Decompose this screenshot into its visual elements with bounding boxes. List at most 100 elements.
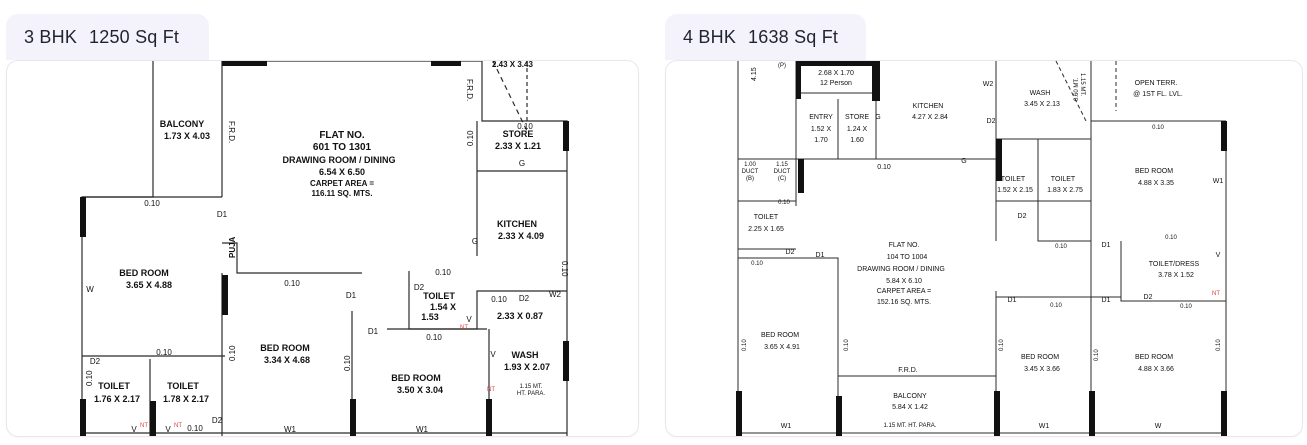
parapet-label: HT. PARA. [517, 391, 546, 397]
room-dimension: 2.33 X 4.09 [498, 231, 544, 241]
dimension-label: 0.10 [742, 339, 748, 351]
label: 1.00 [744, 162, 756, 168]
dimension-label: 0.10 [228, 345, 237, 361]
ventilator-label: V [131, 425, 137, 434]
dimension-label: 0.10 [877, 164, 891, 171]
door-label: D2 [1018, 213, 1027, 220]
room-label: BED ROOM [260, 343, 310, 353]
room-label: TOILET [1051, 176, 1076, 183]
room-dimension: 5.84 X 6.10 [886, 278, 922, 285]
door-label: D2 [212, 416, 223, 425]
room-label: STORE [845, 114, 869, 121]
window-label: W1 [284, 425, 297, 434]
area-label: 1250 Sq Ft [89, 26, 180, 47]
floor-plan-4bhk: 4.15 (P) 2.68 X 1.70 12 Person KITCHEN 4… [736, 61, 1227, 436]
room-dimension: 1.52 X 2.15 [997, 187, 1033, 194]
floor-plan-card-4bhk: 4.15 (P) 2.68 X 1.70 12 Person KITCHEN 4… [665, 60, 1303, 437]
plan-tab-3bhk[interactable]: 3 BHK 1250 Sq Ft [6, 14, 209, 60]
door-label: D1 [368, 327, 379, 336]
dimension-label: 0.10 [1055, 244, 1067, 250]
dimension-label: 0.10 [435, 268, 451, 277]
room-dimension: 4.88 X 3.66 [1138, 366, 1174, 373]
bhk-label: 3 BHK [24, 26, 78, 47]
duct-label: (C) [778, 176, 786, 182]
room-label: BED ROOM [1135, 354, 1173, 361]
room-dimension: 4.88 X 3.35 [1138, 180, 1174, 187]
lift-capacity: 12 Person [820, 80, 852, 87]
dimension-label: 0.10 [1180, 304, 1192, 310]
door-label: G [472, 237, 478, 246]
dimension-label: 0.10 [156, 348, 172, 357]
room-dimension: 3.78 X 1.52 [1158, 272, 1194, 279]
room-dimension: 1.52 X [811, 126, 832, 133]
dimension-label: 2.43 X 3.43 [492, 61, 533, 69]
room-dimension: 1.78 X 2.17 [163, 394, 209, 404]
carpet-area-value: 152.16 SQ. MTS. [877, 299, 931, 306]
dimension-label: 0.10 [466, 130, 475, 146]
flat-label: FLAT NO. [889, 242, 920, 249]
room-dimension: 3.65 X 4.88 [126, 280, 172, 290]
label: 1.15 [776, 162, 788, 168]
room-label: BED ROOM [1021, 354, 1059, 361]
dimension-label: 0.10 [187, 424, 203, 433]
room-label: BED ROOM [391, 373, 441, 383]
room-label: STORE [503, 129, 534, 139]
room-dimension: 1.54 X [430, 302, 456, 312]
door-label: G [875, 114, 880, 121]
dimension-label: 0.10 [85, 370, 94, 386]
room-label: TOILET [98, 381, 130, 391]
door-label: D1 [1102, 297, 1111, 304]
terrace-level: @ 1ST FL. LVL. [1133, 91, 1183, 98]
dimension-label: 0.10 [284, 279, 300, 288]
room-label: PUJA [228, 236, 237, 258]
room-dimension: 1.24 X [847, 126, 868, 133]
frd-label: F.R.D. [227, 121, 236, 143]
room-dimension: 1.76 X 2.17 [94, 394, 140, 404]
window-label: W2 [549, 290, 562, 299]
room-label: TOILET [754, 214, 779, 221]
door-label: G [519, 159, 525, 168]
room-label: KITCHEN [913, 103, 944, 110]
room-dimension: 3.45 X 3.66 [1024, 366, 1060, 373]
room-label: DRAWING ROOM / DINING [857, 266, 945, 273]
door-label: D1 [1102, 242, 1111, 249]
dimension-label: 0.10 [517, 122, 533, 131]
floor-plan-card-3bhk: BALCONY 1.73 X 4.03 F.R.D. F.R.D. 2.43 X… [6, 60, 639, 437]
parapet-label: 1.15 MT. HT. PARA. [884, 423, 937, 429]
room-label: TOILET/DRESS [1149, 261, 1200, 268]
room-label: BALCONY [160, 119, 205, 129]
window-label: W1 [1039, 423, 1050, 430]
dimension-label: 4.15 [751, 67, 758, 81]
room-dimension: 1.93 X 2.07 [504, 362, 550, 372]
duct-label: DUCT [774, 169, 791, 175]
label: (P) [778, 63, 786, 69]
plan-tab-4bhk[interactable]: 4 BHK 1638 Sq Ft [665, 14, 866, 60]
room-dimension: 2.33 X 0.87 [497, 311, 543, 321]
ventilator-label: V [466, 315, 472, 324]
room-label: BED ROOM [119, 268, 169, 278]
dimension-label: 0.10 [1050, 303, 1062, 309]
door-label: D2 [786, 249, 795, 256]
nt-label: NT [487, 387, 495, 393]
room-label: WASH [512, 350, 539, 360]
room-label: BED ROOM [1135, 168, 1173, 175]
window-label: W1 [781, 423, 792, 430]
room-dimension: 1.70 [814, 137, 828, 144]
nt-label: NT [1212, 291, 1220, 297]
dimension-label: 0.10 [999, 339, 1005, 351]
door-label: G [961, 158, 966, 165]
terrace-label: OPEN TERR. [1135, 80, 1178, 87]
door-label: D1 [816, 252, 825, 259]
window-label: W2 [983, 81, 994, 88]
ventilator-label: V [165, 425, 171, 434]
door-label: D2 [414, 283, 425, 292]
dimension-label: 0.10 [144, 199, 160, 208]
flat-label: FLAT NO. [319, 130, 365, 141]
door-label: D1 [346, 291, 357, 300]
carpet-area-value: 116.11 SQ. MTS. [312, 189, 373, 198]
room-dimension: 3.65 X 4.91 [764, 344, 800, 351]
parapet-label: 1.15 MT. [1079, 73, 1085, 96]
door-label: D2 [1144, 294, 1153, 301]
room-label: WASH [1030, 90, 1051, 97]
carpet-area-label: CARPET AREA = [877, 288, 932, 295]
